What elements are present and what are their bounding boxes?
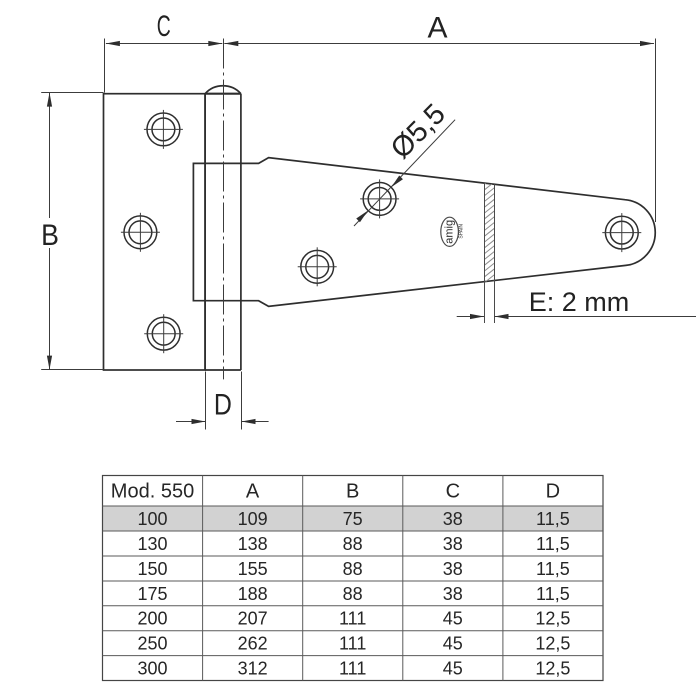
svg-text:130: 130 bbox=[137, 534, 167, 554]
svg-text:45: 45 bbox=[443, 609, 463, 629]
svg-text:207: 207 bbox=[238, 609, 268, 629]
svg-text:B: B bbox=[41, 219, 59, 252]
svg-text:38: 38 bbox=[443, 559, 463, 579]
svg-text:11,5: 11,5 bbox=[536, 534, 570, 554]
svg-text:150: 150 bbox=[137, 559, 167, 579]
svg-text:111: 111 bbox=[339, 634, 366, 654]
svg-text:262: 262 bbox=[238, 634, 268, 654]
svg-text:Ø5,5: Ø5,5 bbox=[385, 98, 452, 165]
svg-text:38: 38 bbox=[443, 584, 463, 604]
svg-text:E: 2 mm: E: 2 mm bbox=[529, 287, 630, 317]
svg-text:D: D bbox=[546, 481, 560, 503]
svg-text:38: 38 bbox=[443, 534, 463, 554]
svg-text:amig: amig bbox=[444, 220, 456, 244]
svg-text:A: A bbox=[427, 12, 447, 45]
svg-text:312: 312 bbox=[238, 659, 268, 679]
svg-text:155: 155 bbox=[238, 559, 268, 579]
svg-text:11,5: 11,5 bbox=[536, 559, 570, 579]
svg-text:250: 250 bbox=[137, 634, 167, 654]
svg-text:B: B bbox=[346, 481, 359, 503]
svg-text:88: 88 bbox=[343, 534, 363, 554]
svg-text:Mod. 550: Mod. 550 bbox=[111, 481, 194, 503]
svg-text:200: 200 bbox=[137, 609, 167, 629]
svg-text:111: 111 bbox=[339, 659, 366, 679]
svg-text:100: 100 bbox=[137, 509, 167, 529]
svg-text:38: 38 bbox=[443, 509, 463, 529]
svg-text:88: 88 bbox=[343, 559, 363, 579]
svg-text:45: 45 bbox=[443, 659, 463, 679]
svg-text:11,5: 11,5 bbox=[536, 584, 570, 604]
svg-text:D: D bbox=[214, 389, 232, 422]
svg-text:88: 88 bbox=[343, 584, 363, 604]
svg-text:A: A bbox=[246, 481, 260, 503]
svg-text:300: 300 bbox=[137, 659, 167, 679]
svg-text:12,5: 12,5 bbox=[535, 659, 570, 679]
svg-text:75: 75 bbox=[343, 509, 363, 529]
svg-text:109: 109 bbox=[238, 509, 268, 529]
svg-text:188: 188 bbox=[238, 584, 268, 604]
svg-text:175: 175 bbox=[137, 584, 167, 604]
svg-text:111: 111 bbox=[339, 609, 366, 629]
svg-text:45: 45 bbox=[443, 634, 463, 654]
svg-text:138: 138 bbox=[238, 534, 268, 554]
svg-text:C: C bbox=[157, 10, 171, 43]
svg-text:12,5: 12,5 bbox=[535, 609, 570, 629]
svg-text:C: C bbox=[446, 481, 460, 503]
svg-text:12,5: 12,5 bbox=[535, 634, 570, 654]
svg-text:SPAIN: SPAIN bbox=[458, 224, 464, 239]
svg-text:11,5: 11,5 bbox=[536, 509, 570, 529]
